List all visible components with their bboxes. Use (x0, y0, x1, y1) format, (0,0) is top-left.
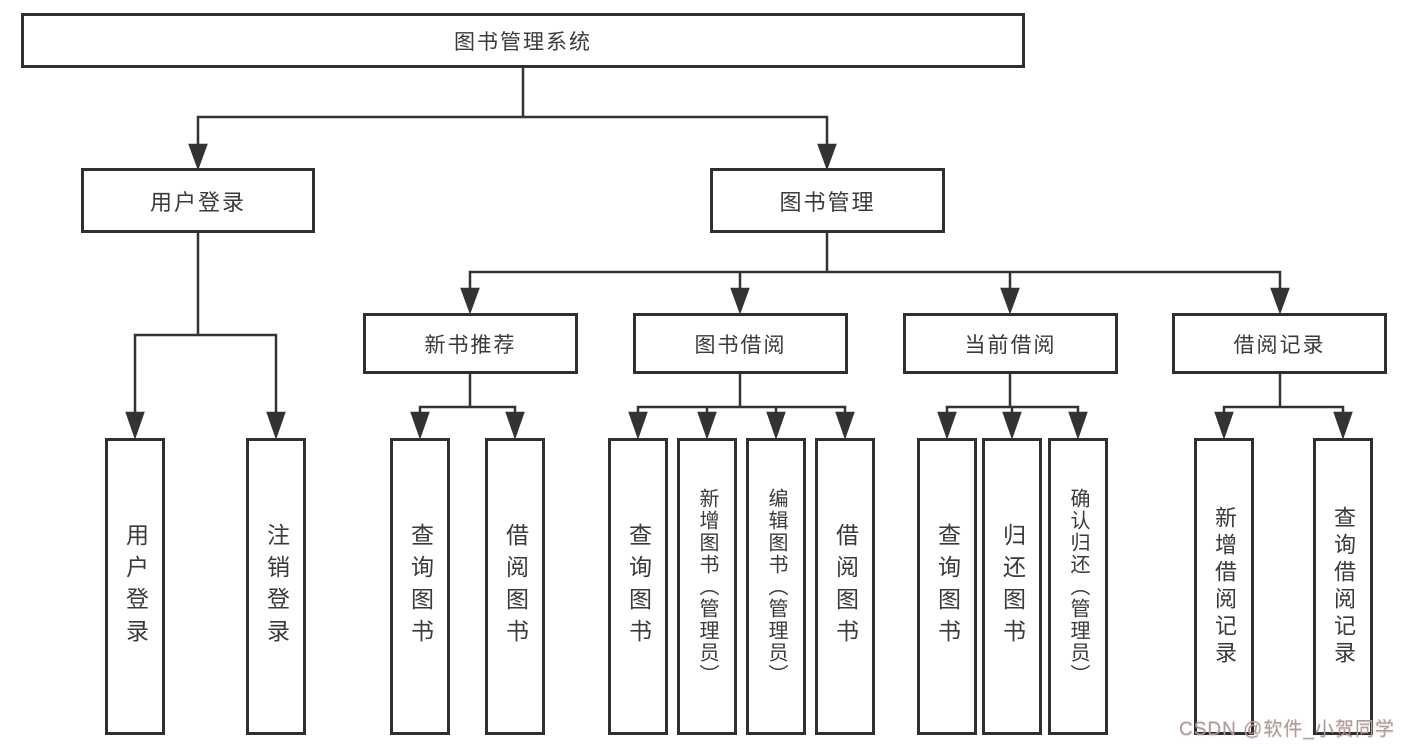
connector-bookmgmt-to-level3 (460, 231, 1290, 315)
node-label: 确认归还（管理员） (1067, 487, 1089, 686)
arrow-down-icon (1000, 287, 1020, 315)
leaf-query-books: 查询图书 (390, 438, 450, 735)
node-new-book-recommend: 新书推荐 (363, 313, 578, 374)
leaf-query-books: 查询图书 (608, 438, 668, 735)
arrow-down-icon (188, 143, 208, 171)
leaf-add-books-admin: 新增图书（管理员） (677, 438, 737, 735)
arrow-down-icon (766, 411, 786, 440)
arrow-down-icon (1068, 411, 1088, 440)
connector-current-to-leaves (937, 372, 1088, 440)
node-label: 借阅记录 (1233, 333, 1326, 357)
connector-root-to-level2 (188, 66, 837, 171)
leaf-borrow-books: 借阅图书 (815, 438, 875, 735)
arrow-down-icon (730, 287, 750, 315)
node-label: 查询借阅记录 (1331, 505, 1356, 668)
arrow-down-icon (1002, 411, 1022, 440)
leaf-logout: 注销登录 (246, 438, 306, 735)
arrow-down-icon (628, 411, 648, 440)
arrow-down-icon (1333, 411, 1353, 440)
leaf-add-borrow-record: 新增借阅记录 (1194, 438, 1254, 735)
node-label: 新书推荐 (424, 333, 517, 357)
node-label: 新增借阅记录 (1212, 505, 1237, 668)
node-label: 当前借阅 (964, 333, 1057, 357)
arrow-down-icon (1270, 287, 1290, 315)
leaf-return-books: 归还图书 (982, 438, 1042, 735)
leaf-edit-books-admin: 编辑图书（管理员） (746, 438, 806, 735)
arrow-down-icon (460, 287, 480, 315)
node-label: 查询图书 (407, 522, 434, 651)
node-label: 编辑图书（管理员） (765, 487, 787, 686)
arrow-down-icon (937, 411, 957, 440)
arrow-down-icon (410, 411, 430, 440)
node-label: 查询图书 (934, 522, 961, 651)
node-label: 查询图书 (625, 522, 652, 651)
arrow-down-icon (266, 411, 286, 440)
node-user-login: 用户登录 (81, 168, 315, 233)
node-book-borrow: 图书借阅 (633, 313, 848, 374)
leaf-query-books: 查询图书 (917, 438, 977, 735)
node-book-management: 图书管理 (710, 168, 945, 233)
csdn-watermark: CSDN @软件_小贺同学 (1179, 719, 1395, 740)
node-label: 图书管理 (779, 189, 876, 215)
leaf-confirm-return-admin: 确认归还（管理员） (1048, 438, 1108, 735)
arrow-down-icon (835, 411, 855, 440)
leaf-borrow-books: 借阅图书 (485, 438, 545, 735)
arrow-down-icon (505, 411, 525, 440)
arrow-down-icon (697, 411, 717, 440)
node-label: 图书借阅 (694, 333, 787, 357)
leaf-user-login: 用户登录 (105, 438, 165, 735)
connector-borrow-to-leaves (628, 372, 855, 440)
node-label: 新增图书（管理员） (696, 487, 718, 686)
node-label: 图书管理系统 (454, 30, 592, 54)
node-label: 注销登录 (263, 522, 290, 651)
node-label: 借阅图书 (832, 522, 859, 651)
node-system-root: 图书管理系统 (21, 13, 1025, 68)
connector-newbook-to-leaves (410, 372, 525, 440)
leaf-query-borrow-record: 查询借阅记录 (1313, 438, 1373, 735)
node-current-borrow: 当前借阅 (903, 313, 1118, 374)
node-label: 用户登录 (122, 522, 149, 651)
arrow-down-icon (1214, 411, 1234, 440)
arrow-down-icon (125, 411, 145, 440)
node-borrow-records: 借阅记录 (1172, 313, 1387, 374)
connector-userlogin-to-leaves (125, 231, 286, 440)
node-label: 用户登录 (149, 189, 246, 215)
node-label: 归还图书 (999, 522, 1026, 651)
connector-records-to-leaves (1214, 372, 1353, 440)
node-label: 借阅图书 (502, 522, 529, 651)
arrow-down-icon (817, 143, 837, 171)
